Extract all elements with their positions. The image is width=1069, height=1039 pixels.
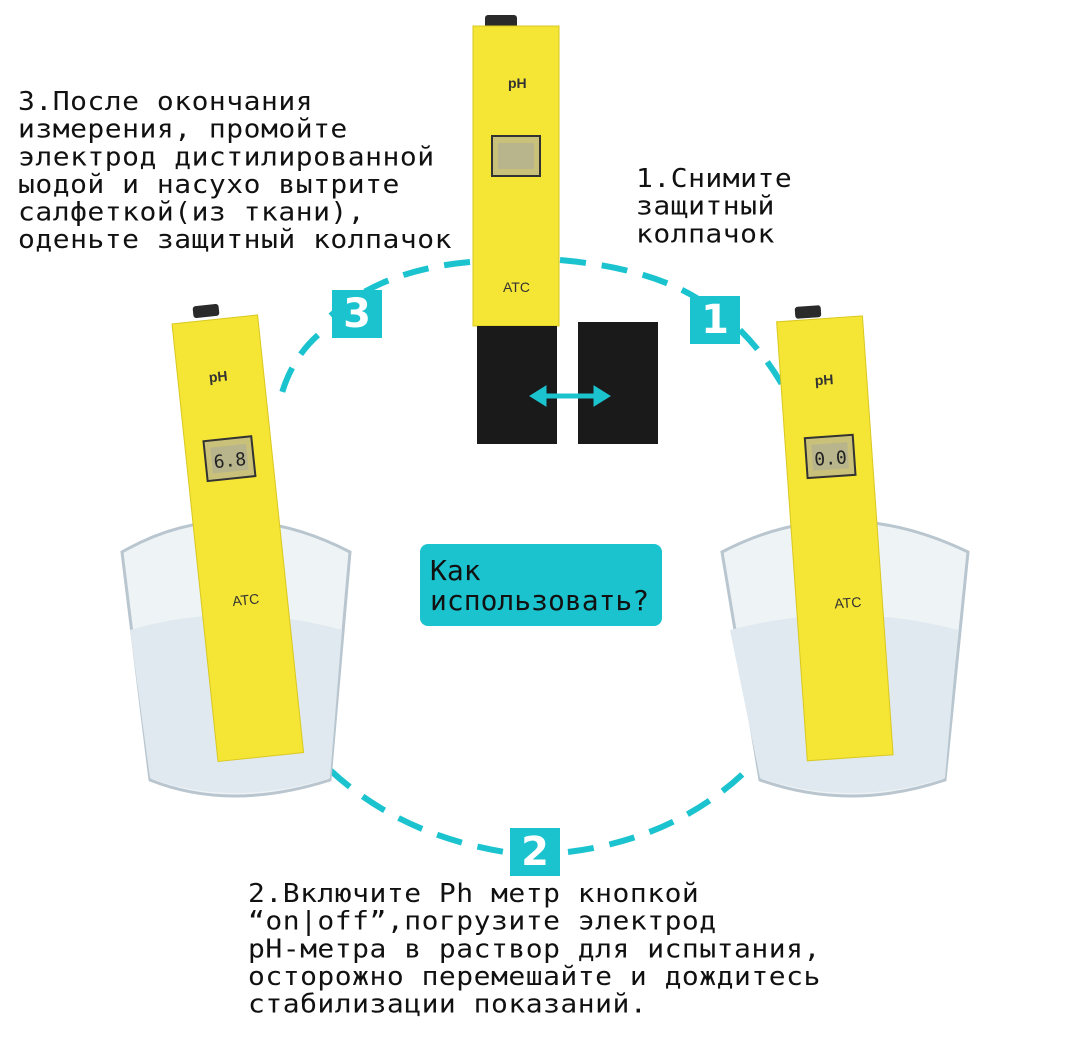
left-meter-reading: 6.8	[213, 449, 248, 473]
step-3-instructions: 3.После окончания измерения, промойте эл…	[18, 86, 452, 255]
top-meter-ph-label: pH	[508, 75, 527, 91]
how-to-use-box: Как использовать?	[420, 544, 662, 626]
top-meter: pH ATC	[472, 15, 658, 444]
step-1-instructions: 1.Снимите защитный колпачок	[636, 163, 793, 249]
ring-arc-top-right	[559, 257, 702, 303]
right-meter-ph-label: pH	[814, 371, 834, 388]
step-2-instructions: 2.Включите Ph метр кнопкой “on|off”,погр…	[248, 878, 821, 1019]
step-2-badge: 2	[510, 828, 560, 876]
left-meter-lcd	[210, 443, 249, 474]
left-meter-atc-label: ATC	[232, 590, 260, 609]
right-meter-body	[776, 315, 894, 762]
top-meter-atc-label: ATC	[503, 279, 530, 295]
ring-arc-bottom-right	[567, 762, 755, 855]
step-3-badge: 3	[332, 290, 382, 338]
right-meter-lcd	[811, 442, 850, 471]
top-meter-electrode	[477, 326, 557, 444]
ring-arc-left	[277, 332, 321, 401]
how-to-use-label: Как использовать?	[430, 554, 650, 617]
protective-cap	[578, 322, 658, 444]
right-meter-reading: 0.0	[814, 447, 848, 470]
cap-removal-arrow	[529, 385, 611, 407]
left-meter-body	[171, 314, 305, 763]
ring-arc-bottom-left	[327, 767, 506, 855]
left-meter-assembly: 6.8 pH ATC	[120, 303, 352, 798]
step-1-badge: 1	[690, 296, 740, 344]
right-meter-assembly: 0.0 pH ATC	[720, 305, 970, 798]
left-meter-ph-label: pH	[208, 367, 228, 385]
top-meter-lcd	[498, 143, 534, 169]
right-meter-atc-label: ATC	[834, 594, 862, 612]
right-meter-button	[794, 305, 822, 319]
left-meter-button	[192, 303, 220, 319]
